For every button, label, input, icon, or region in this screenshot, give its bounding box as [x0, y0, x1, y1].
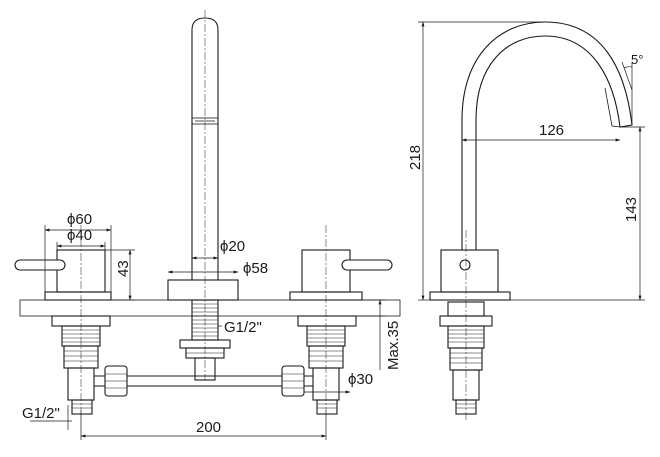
- spout-front: [167, 10, 239, 381]
- dim-143-label: 143: [623, 197, 640, 222]
- dim-phi60-label: ϕ60: [67, 211, 92, 228]
- dim-g12-left-label: G1/2": [22, 405, 60, 422]
- dim-phi30-label: ϕ30: [348, 371, 373, 388]
- dim-5deg-label: 5°: [631, 52, 643, 67]
- dim-phi58-label: ϕ58: [243, 260, 268, 277]
- dim-g12-mid-label: G1/2": [224, 319, 262, 336]
- side-handle-pin: [459, 259, 471, 271]
- side-body: [440, 249, 499, 293]
- connector-pipe: [94, 365, 313, 397]
- dim-max35-label: Max.35: [385, 321, 402, 370]
- spout-shank-threads: [192, 303, 218, 337]
- dim-126-label: 126: [539, 122, 564, 139]
- front-dimensions: [30, 225, 385, 440]
- dim-43-label: 43: [115, 260, 132, 277]
- side-shank: [439, 301, 493, 415]
- dim-218-label: 218: [407, 145, 424, 170]
- right-valve: [289, 225, 393, 415]
- dim-phi20-label: ϕ20: [220, 238, 245, 255]
- left-valve: [14, 225, 112, 415]
- side-view: 218 126 5° 143: [407, 21, 645, 420]
- dim-phi40-label: ϕ40: [67, 227, 92, 244]
- side-dimensions: [418, 21, 645, 301]
- front-view: ϕ60 ϕ40 43 ϕ20 ϕ58 G1/2" Max.35 ϕ30 G1/2…: [14, 10, 402, 440]
- dim-200-label: 200: [196, 419, 221, 436]
